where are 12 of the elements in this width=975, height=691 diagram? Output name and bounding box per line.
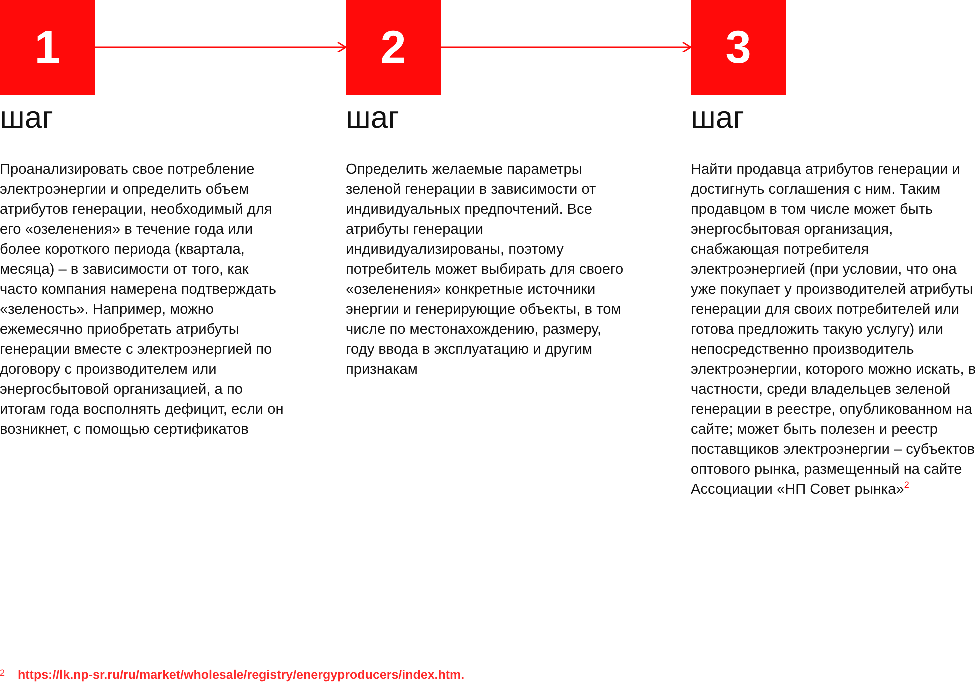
step-heading: шаг — [346, 100, 400, 136]
step-number: 3 — [724, 20, 752, 75]
step-description: Проанализировать свое потребление электроэнергии и определить объем атрибутов генерации, необходимый для его «озеленения» в течение года или более короткого периода (квартала, месяца) – в зависимости от того, как часто компания намерена подтверждать «зеленость». Например, можно ежемесячно приобретать атрибуты генерации вместе с электроэнергией по договору с производителем или энергосбытовой организацией, а по итогам года восполнять дефицит, если он возникнет, с помощью сертификатов — [0, 161, 285, 440]
footnote-link: https://lk.np-sr.ru/ru/market/wholesale/registry/energyproducers/index.htm. — [18, 668, 465, 682]
step-heading: шаг — [0, 100, 54, 136]
step-description: Определить желаемые параметры зеленой генерации в зависимости от индивидуальных предпочтений. Все атрибуты генерации индивидуализированы, поэтому потребитель может выбирать для своего «озеленения» конкретные источники энергии и генерирующие объекты, в том числе по местонахождению, размеру, году ввода в эксплуатацию и другим признакам — [346, 161, 625, 380]
arrow — [95, 42, 347, 54]
footnote-number: 2 — [0, 668, 6, 678]
step-heading: шаг — [691, 100, 744, 136]
step-number: 2 — [380, 20, 408, 75]
step-number: 1 — [34, 20, 62, 75]
arrow — [441, 42, 692, 54]
